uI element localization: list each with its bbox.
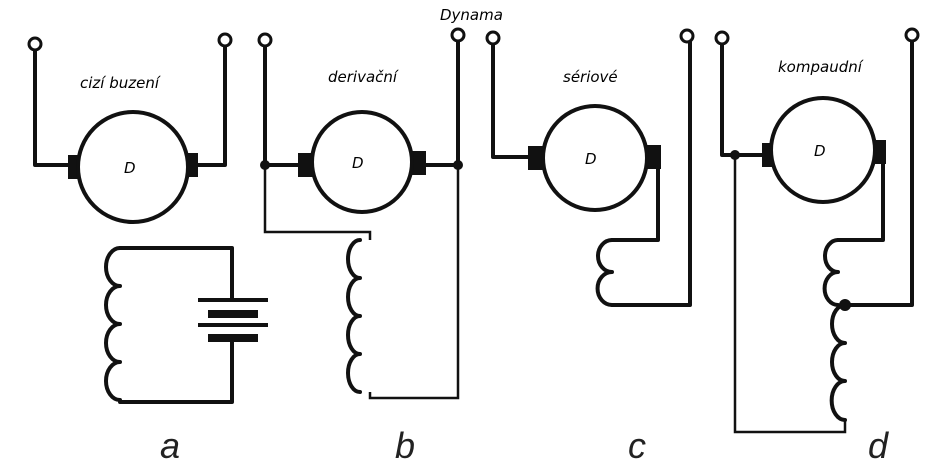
armature [76, 110, 190, 224]
brush [528, 146, 544, 170]
terminal [714, 30, 730, 46]
armature [310, 110, 414, 214]
battery-plate [208, 310, 258, 318]
diagram-letter: b [395, 425, 415, 466]
armature [541, 104, 649, 212]
field-coil [346, 238, 362, 394]
armature [769, 96, 877, 204]
field-coil [595, 238, 614, 307]
terminal [904, 27, 920, 43]
terminal [257, 32, 273, 48]
junction [260, 160, 270, 170]
diagram-a-separately-excited: D cizí buzení a [27, 32, 268, 466]
junction [730, 150, 740, 160]
battery-plate [208, 334, 258, 342]
diagram-letter: c [628, 425, 646, 466]
junction [839, 299, 851, 311]
brush [645, 145, 661, 169]
shunt-field-coil [829, 303, 847, 422]
terminal [27, 36, 43, 52]
diagram-d-compound: D kompaudní d [714, 27, 920, 466]
diagram-name: kompaudní [778, 58, 864, 76]
terminal [485, 30, 501, 46]
diagram-letter: d [868, 425, 889, 466]
terminal [679, 28, 695, 44]
brush [298, 153, 314, 177]
field-coil [104, 246, 122, 402]
diagram-b-shunt: D derivační b [257, 27, 466, 466]
armature-label: D [352, 154, 364, 172]
diagram-letter: a [160, 425, 180, 466]
armature-label: D [814, 142, 826, 160]
terminal [217, 32, 233, 48]
diagram-c-series: D sériové c [485, 28, 695, 466]
armature-label: D [585, 150, 597, 168]
series-field-coil [822, 238, 840, 307]
terminal [450, 27, 466, 43]
title: Dynama [440, 6, 503, 24]
diagram-name: derivační [328, 68, 399, 86]
diagram-name: sériové [563, 68, 618, 86]
brush [410, 151, 426, 175]
armature-label: D [124, 159, 136, 177]
junction [453, 160, 463, 170]
diagram-name: cizí buzení [80, 74, 161, 92]
